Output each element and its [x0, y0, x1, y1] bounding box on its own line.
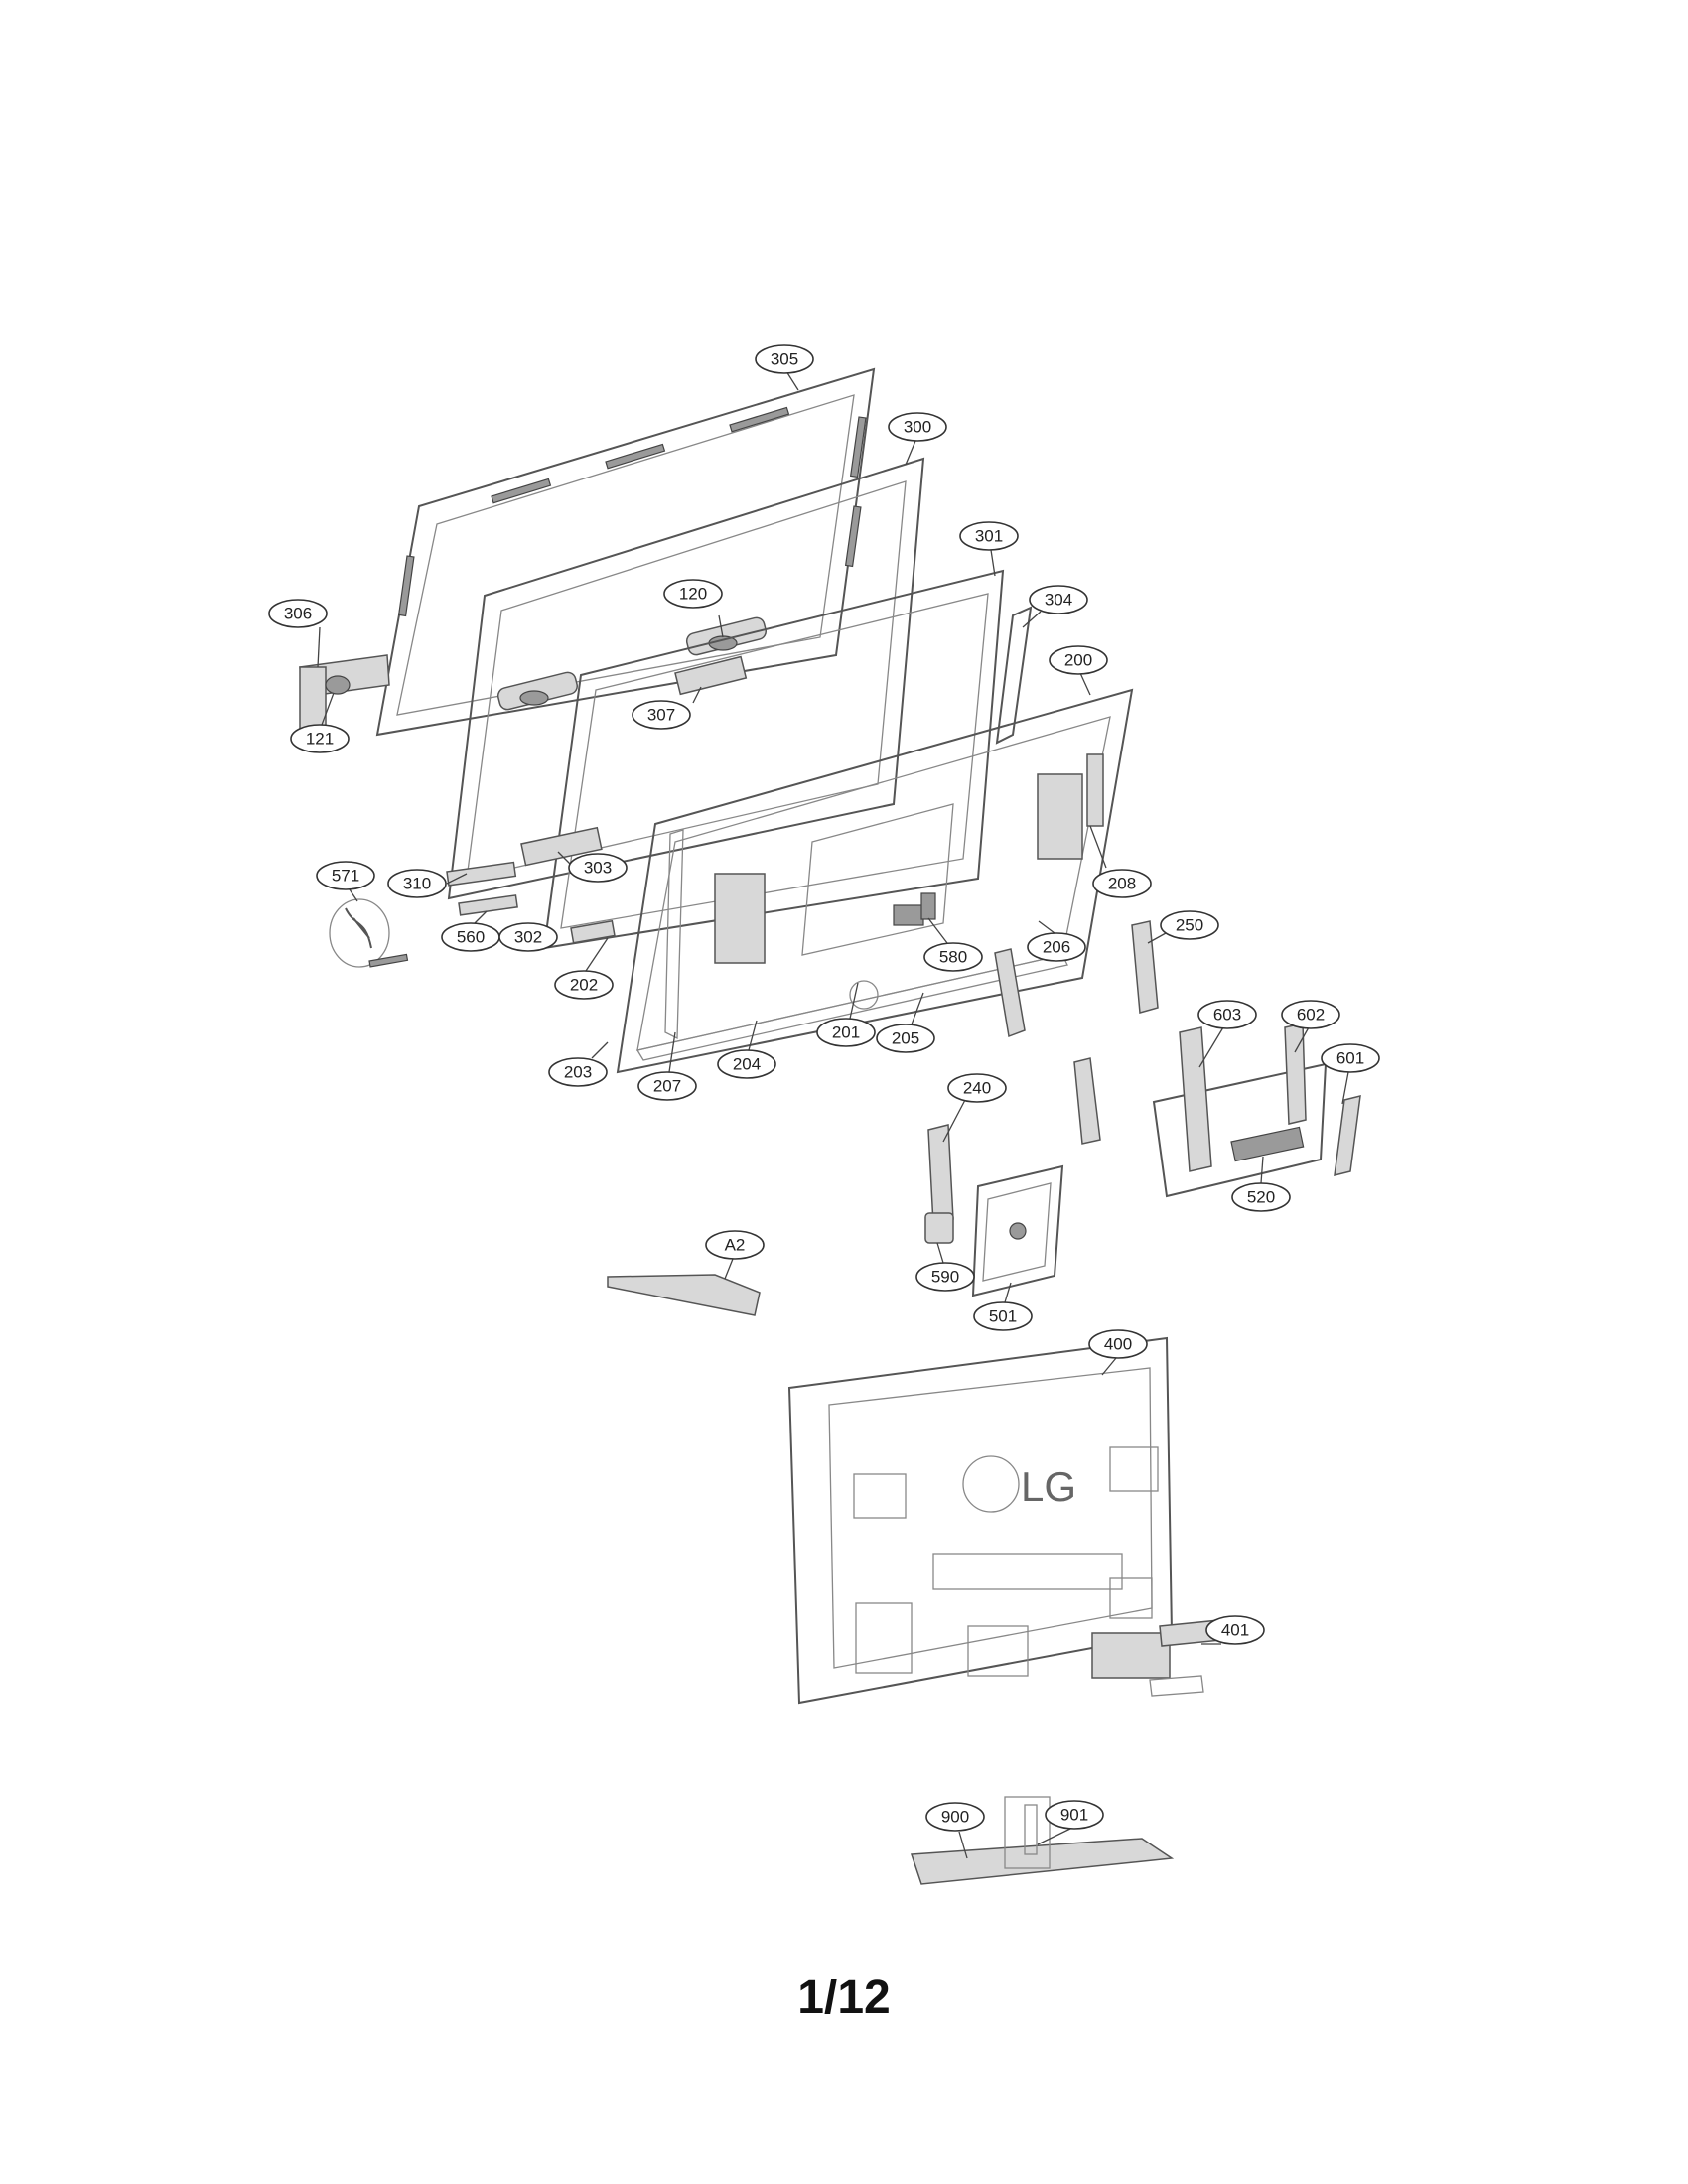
- callout-200: 200: [1049, 645, 1108, 675]
- callout-306: 306: [268, 599, 328, 628]
- part-590-component: [924, 1212, 954, 1244]
- callout-305: 305: [755, 344, 814, 374]
- callout-240: 240: [947, 1073, 1007, 1103]
- svg-text:590: 590: [931, 1268, 959, 1287]
- part-ir-board: [446, 861, 518, 916]
- svg-text:206: 206: [1043, 938, 1070, 957]
- svg-text:305: 305: [771, 350, 798, 369]
- brand-logo: LG: [1021, 1463, 1076, 1510]
- svg-text:200: 200: [1064, 651, 1092, 670]
- part-240-bracket: [927, 1124, 954, 1225]
- svg-text:300: 300: [904, 418, 931, 437]
- callout-206: 206: [1027, 932, 1086, 962]
- svg-text:602: 602: [1297, 1006, 1325, 1024]
- callout-580: 580: [923, 942, 983, 972]
- part-back-cover: LG: [787, 1336, 1174, 1705]
- part-rear-mount: [971, 1164, 1064, 1297]
- callout-307: 307: [632, 700, 691, 730]
- part-speakers: [496, 616, 767, 711]
- svg-text:560: 560: [457, 928, 485, 947]
- svg-text:501: 501: [989, 1307, 1017, 1326]
- svg-text:580: 580: [939, 948, 967, 967]
- svg-text:307: 307: [647, 706, 675, 725]
- svg-text:303: 303: [584, 859, 612, 878]
- callout-520: 520: [1231, 1182, 1291, 1212]
- callout-302: 302: [498, 922, 558, 952]
- part-front-bezel: [375, 367, 876, 737]
- svg-text:205: 205: [892, 1029, 919, 1048]
- part-250-bracket: [1131, 920, 1159, 1014]
- svg-text:400: 400: [1104, 1335, 1132, 1354]
- callout-301: 301: [959, 521, 1019, 551]
- callout-900: 900: [925, 1802, 985, 1832]
- part-206-bracket: [994, 948, 1026, 1038]
- svg-text:208: 208: [1108, 875, 1136, 893]
- svg-text:121: 121: [306, 730, 334, 749]
- callout-A2: A2: [705, 1230, 765, 1260]
- part-main-chassis: [616, 688, 1134, 1074]
- part-cable-bundle: [329, 898, 409, 968]
- part-chassis-rails: [570, 829, 1068, 1061]
- callout-501: 501: [973, 1301, 1033, 1331]
- svg-text:520: 520: [1247, 1188, 1275, 1207]
- callout-203: 203: [548, 1057, 608, 1087]
- svg-text:401: 401: [1221, 1621, 1249, 1640]
- callout-202: 202: [554, 970, 614, 1000]
- callout-304: 304: [1029, 585, 1088, 614]
- svg-text:900: 900: [941, 1808, 969, 1827]
- svg-text:901: 901: [1060, 1806, 1088, 1825]
- callout-208: 208: [1092, 869, 1152, 898]
- callout-250: 250: [1160, 910, 1219, 940]
- part-580-bracket: [920, 892, 936, 920]
- svg-text:302: 302: [514, 928, 542, 947]
- svg-text:203: 203: [564, 1063, 592, 1082]
- svg-text:601: 601: [1336, 1049, 1364, 1068]
- part-side-rail: [995, 606, 1033, 745]
- svg-text:201: 201: [832, 1024, 860, 1042]
- callout-400: 400: [1088, 1329, 1148, 1359]
- svg-text:202: 202: [570, 976, 598, 995]
- callout-121: 121: [290, 724, 350, 753]
- svg-text:240: 240: [963, 1079, 991, 1098]
- callout-303: 303: [568, 853, 628, 883]
- svg-text:207: 207: [653, 1077, 681, 1096]
- page-number: 1/12: [797, 1972, 891, 2024]
- part-307-bracket: [674, 655, 748, 696]
- callout-603: 603: [1197, 1000, 1257, 1029]
- part-401-cover: [1149, 1619, 1222, 1697]
- svg-text:310: 310: [403, 875, 431, 893]
- callout-201: 201: [816, 1018, 876, 1047]
- svg-text:250: 250: [1176, 916, 1203, 935]
- callout-590: 590: [915, 1262, 975, 1292]
- callout-602: 602: [1281, 1000, 1340, 1029]
- callout-300: 300: [888, 412, 947, 442]
- callout-560: 560: [441, 922, 500, 952]
- svg-text:301: 301: [975, 527, 1003, 546]
- svg-text:603: 603: [1213, 1006, 1241, 1024]
- svg-text:306: 306: [284, 605, 312, 623]
- part-mid-bracket: [1073, 1057, 1101, 1145]
- callout-205: 205: [876, 1024, 935, 1053]
- svg-text:120: 120: [679, 585, 707, 604]
- callout-120: 120: [663, 579, 723, 609]
- part-stand-foot: [607, 1274, 761, 1316]
- callout-601: 601: [1321, 1043, 1380, 1073]
- part-stand-base: [910, 1796, 1175, 1885]
- callout-207: 207: [637, 1071, 697, 1101]
- svg-text:571: 571: [332, 867, 359, 886]
- part-inner-frame: [542, 569, 1005, 950]
- svg-text:204: 204: [733, 1055, 761, 1074]
- svg-text:A2: A2: [725, 1236, 746, 1255]
- leader-lines: [317, 370, 1349, 1859]
- callout-310: 310: [387, 869, 447, 898]
- part-side-bracket: [299, 654, 390, 730]
- callout-901: 901: [1045, 1800, 1104, 1830]
- svg-text:304: 304: [1045, 591, 1072, 610]
- callout-204: 204: [717, 1049, 776, 1079]
- callout-571: 571: [316, 861, 375, 890]
- callout-401: 401: [1205, 1615, 1265, 1645]
